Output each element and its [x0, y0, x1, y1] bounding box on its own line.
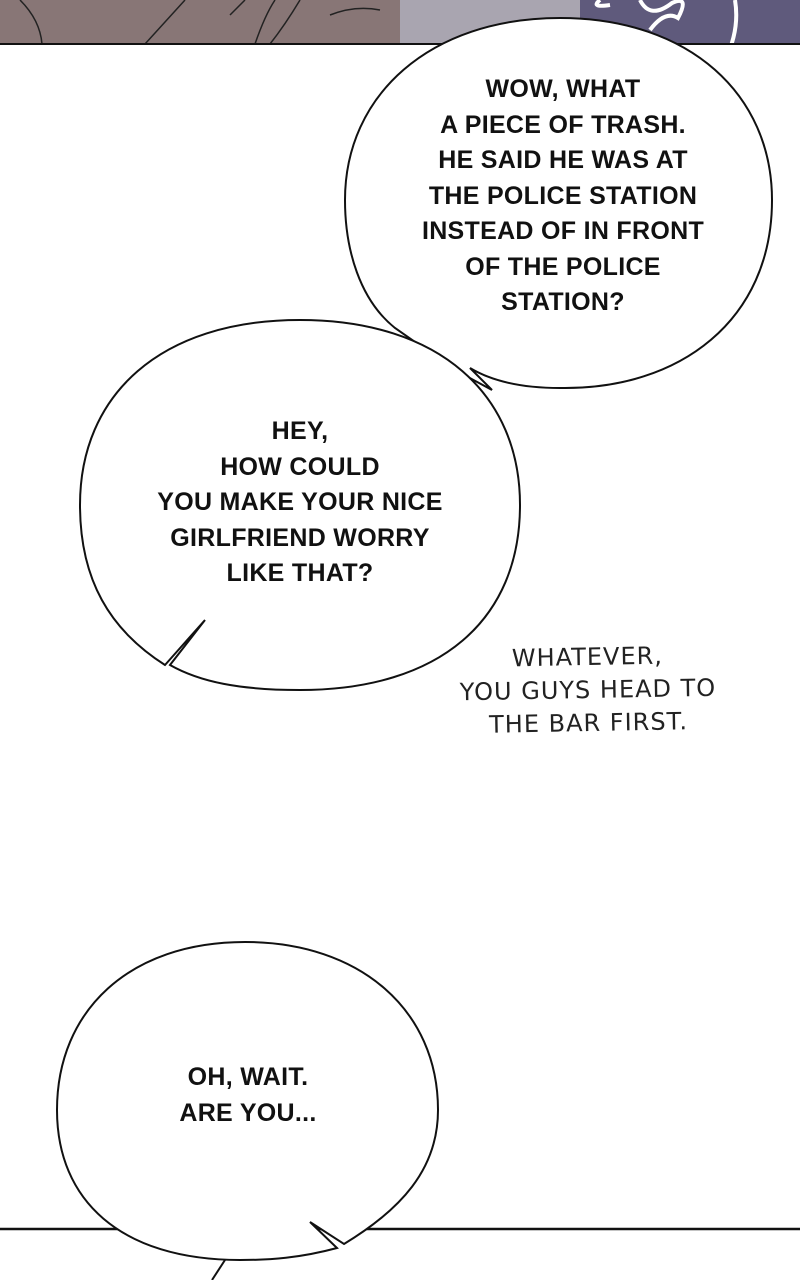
- speech-bubble-3-text: OH, WAIT. ARE YOU...: [98, 1060, 398, 1131]
- dialogue-line: HE SAID HE WAS AT: [438, 146, 688, 174]
- aside-line: WHATEVER,: [511, 641, 664, 673]
- dialogue-line: WOW, WHAT: [485, 75, 641, 103]
- dialogue-line: GIRLFRIEND WORRY: [170, 523, 430, 552]
- speech-bubble-1-text: WOW, WHAT A PIECE OF TRASH. HE SAID HE W…: [363, 72, 763, 321]
- speech-bubble-3: [55, 940, 440, 1262]
- speech-bubble-2-text: HEY, HOW COULD YOU MAKE YOUR NICE GIRLFR…: [100, 414, 500, 592]
- dialogue-line: HOW COULD: [220, 452, 380, 481]
- aside-line: YOU GUYS HEAD TO: [459, 673, 717, 707]
- dialogue-line: OH, WAIT.: [187, 1063, 309, 1091]
- dialogue-line: HEY,: [271, 417, 329, 445]
- dialogue-line: OF THE POLICE: [465, 252, 661, 281]
- dialogue-line: LIKE THAT?: [226, 559, 374, 587]
- handwritten-aside: WHATEVER, YOU GUYS HEAD TO THE BAR FIRST…: [437, 638, 739, 742]
- dialogue-line: THE POLICE STATION: [428, 181, 698, 210]
- bubble-tail-line: [211, 1259, 226, 1280]
- dialogue-line: YOU MAKE YOUR NICE: [157, 488, 443, 516]
- dialogue-line: STATION?: [501, 288, 625, 316]
- aside-line: THE BAR FIRST.: [488, 707, 689, 739]
- dialogue-line: A PIECE OF TRASH.: [440, 110, 686, 139]
- dialogue-line: ARE YOU...: [179, 1098, 317, 1127]
- speech-bubble-2: [78, 318, 522, 692]
- dialogue-line: INSTEAD OF IN FRONT: [421, 217, 705, 245]
- speech-bubble-1: [343, 16, 774, 391]
